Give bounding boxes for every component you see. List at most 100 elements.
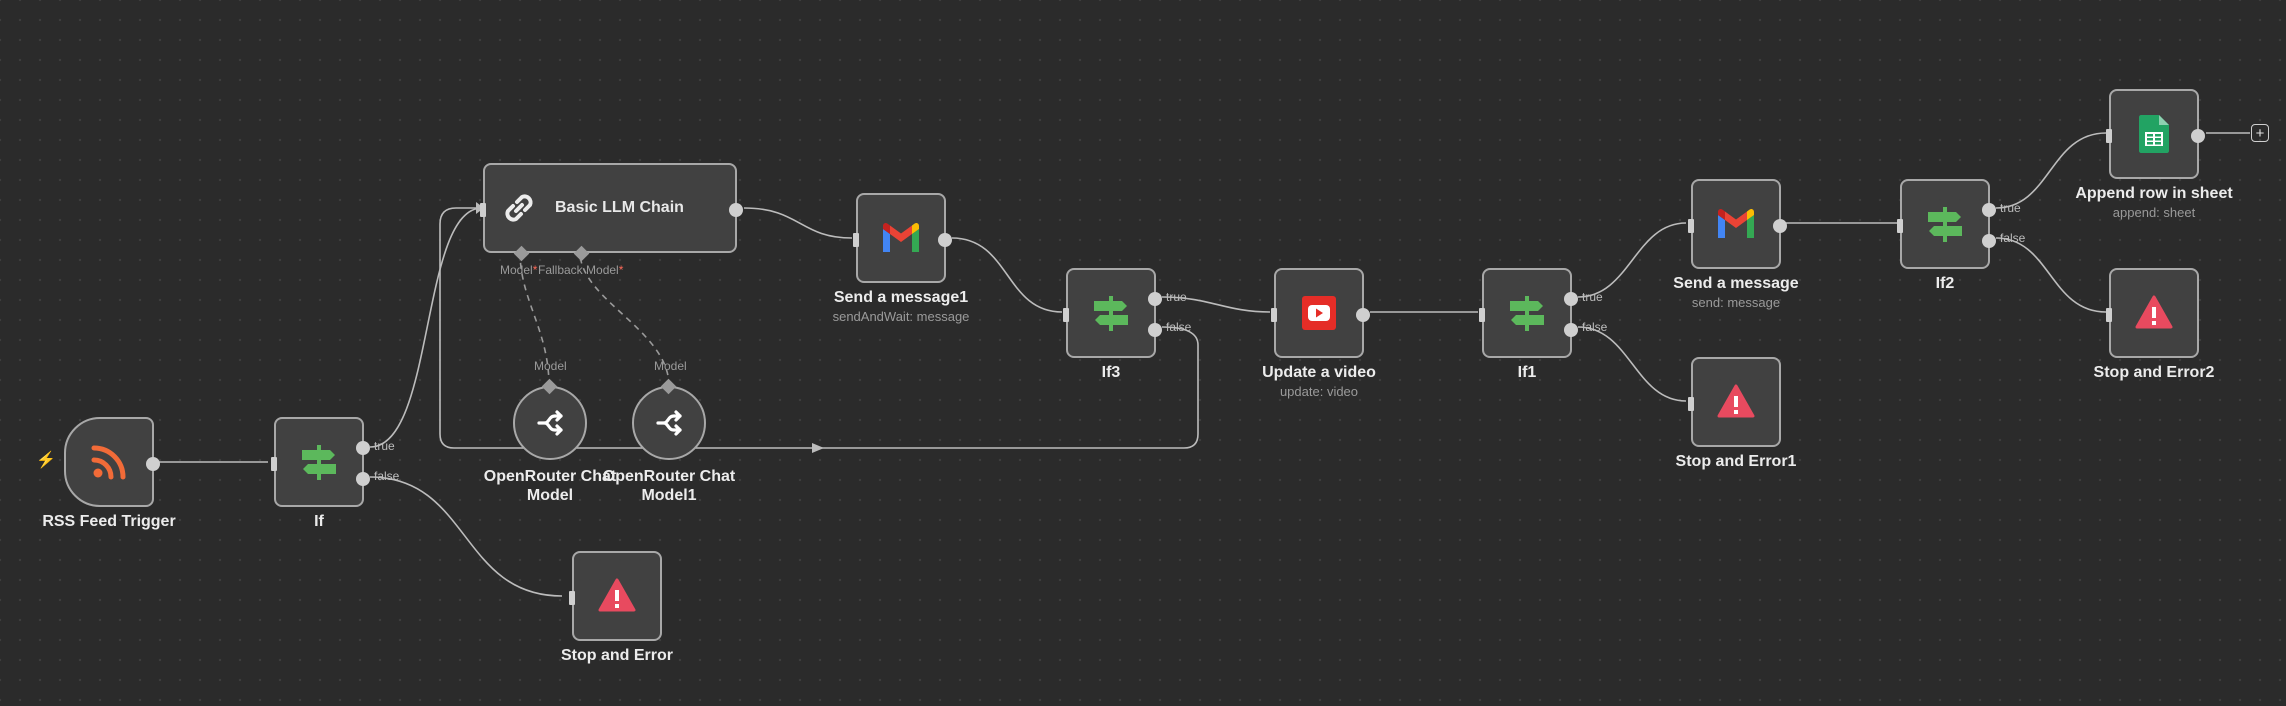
openrouter-icon [656,410,682,436]
model-connector-label: Model [654,359,687,373]
node-sublabel: sendAndWait: message [832,309,970,324]
input-port[interactable] [2106,129,2112,143]
node-label: OpenRouter Chat Model [470,467,630,505]
node-label: Stop and Error1 [1675,453,1797,470]
output-port[interactable] [729,203,743,217]
node-label-line2: Model [526,487,574,504]
node-label-line1: OpenRouter Chat [483,468,617,485]
node-if[interactable] [271,417,370,507]
false-output-port[interactable] [1148,323,1162,337]
node-title: Basic LLM Chain [555,199,684,216]
input-port[interactable] [1688,219,1694,233]
output-port[interactable] [146,457,160,471]
node-label: Send a message1 [833,289,969,306]
node-label: Update a video [1262,364,1376,381]
node-label-line1: OpenRouter Chat [602,468,736,485]
true-branch-label: true [1582,290,1603,304]
signpost-icon [1094,296,1128,331]
fallback-connector-text: Fallback Model [538,263,619,277]
true-output-port[interactable] [1564,292,1578,306]
node-if3[interactable] [1063,268,1162,358]
node-label: If3 [1101,364,1121,381]
node-label: RSS Feed Trigger [42,513,176,530]
input-port[interactable] [1479,308,1485,322]
node-label: If1 [1517,364,1537,381]
input-port[interactable] [1688,397,1694,411]
node-send-a-message[interactable] [1688,179,1787,269]
true-branch-label: true [1166,290,1187,304]
output-port[interactable] [1773,219,1787,233]
input-port[interactable] [853,233,859,247]
true-output-port[interactable] [1982,203,1996,217]
node-stop-and-error1[interactable] [1688,357,1781,447]
node-label: Send a message [1673,275,1799,292]
warning-icon [598,578,636,612]
output-port[interactable] [1356,308,1370,322]
true-output-port[interactable] [1148,292,1162,306]
youtube-icon [1302,296,1336,330]
gmail-icon [1718,208,1754,238]
node-if2[interactable] [1897,179,1996,269]
output-port[interactable] [2191,129,2205,143]
false-branch-label: false [2000,231,2026,245]
arrow-loop-left [812,443,824,453]
node-send-a-message1[interactable] [853,193,952,283]
false-branch-label: false [1166,320,1192,334]
model-sub-port[interactable] [513,245,530,262]
google-sheets-icon [2139,115,2169,153]
node-label: Append row in sheet [2075,185,2233,202]
node-sublabel: send: message [1691,295,1781,310]
model-output-port[interactable] [541,378,558,395]
required-mark: * [618,263,624,277]
gmail-icon [883,222,919,252]
trigger-bolt-icon: ⚡ [36,452,56,469]
node-sublabel: update: video [1279,384,1359,399]
model-connector-label: Model [534,359,567,373]
node-append-row-in-sheet[interactable] [2106,89,2205,179]
edge-llm-to-send1 [743,207,853,239]
node-stop-and-error[interactable] [569,551,662,641]
input-port[interactable] [271,457,277,471]
warning-icon [2135,295,2173,329]
node-label: OpenRouter Chat Model1 [589,467,749,505]
node-rss-feed-trigger[interactable] [64,417,160,507]
signpost-icon [1928,207,1962,242]
rss-icon [91,445,126,480]
input-port[interactable] [1271,308,1277,322]
input-port[interactable] [2106,308,2112,322]
edge-if-true-to-llm [369,207,483,448]
input-port[interactable] [1063,308,1069,322]
node-label-line2: Model1 [641,487,697,504]
fallback-connector-label: Fallback Model* [538,263,623,277]
node-label: Stop and Error2 [2093,364,2215,381]
false-branch-label: false [1582,320,1608,334]
node-openrouter-chat-model[interactable] [513,378,587,460]
node-if1[interactable] [1479,268,1578,358]
false-output-port[interactable] [1564,323,1578,337]
node-update-a-video[interactable] [1271,268,1370,358]
model-output-port[interactable] [660,378,677,395]
node-basic-llm-chain[interactable]: Basic LLM Chain [480,163,743,262]
model-connector-label: Model* [500,263,537,277]
output-port[interactable] [938,233,952,247]
input-port[interactable] [569,591,575,605]
model-connector-text: Model [500,263,533,277]
node-stop-and-error2[interactable] [2106,268,2199,358]
node-label: Stop and Error [560,647,673,664]
true-output-port[interactable] [356,441,370,455]
chain-link-icon [505,194,533,222]
input-port[interactable] [480,203,486,217]
false-branch-label: false [374,469,400,483]
node-sublabel: append: sheet [2112,205,2196,220]
false-output-port[interactable] [356,472,370,486]
warning-icon [1717,384,1755,418]
node-openrouter-chat-model1[interactable] [632,378,706,460]
fallback-model-sub-port[interactable] [573,245,590,262]
true-branch-label: true [374,439,395,453]
false-output-port[interactable] [1982,234,1996,248]
add-node-button[interactable]: + [2251,124,2269,142]
input-port[interactable] [1897,219,1903,233]
required-mark: * [532,263,538,277]
signpost-icon [1510,296,1544,331]
true-branch-label: true [2000,201,2021,215]
